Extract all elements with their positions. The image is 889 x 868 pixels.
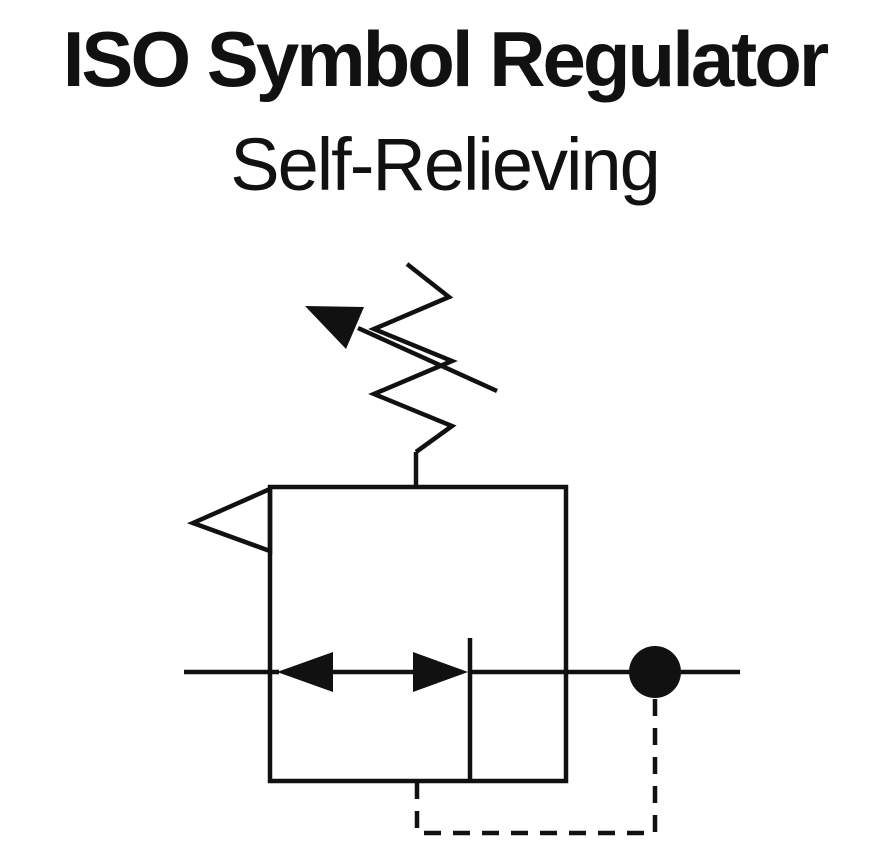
flow-path-arrows-icon: [184, 638, 740, 781]
spring-zigzag: [368, 262, 458, 454]
adjustment-arrowhead-icon: [305, 306, 364, 349]
page-subtitle: Self-Relieving: [230, 123, 661, 206]
pressure-pickup-dot: [629, 646, 681, 698]
page-title: ISO Symbol Regulator: [62, 15, 829, 103]
adjustment-arrow-shaft: [357, 325, 498, 394]
relief-vent-triangle-icon: [186, 485, 273, 555]
adjustable-spring-icon: [305, 262, 498, 487]
regulator-body: [267, 484, 569, 784]
left-arrowhead-icon: [277, 652, 333, 692]
pilot-feedback-dashed-line: [414, 699, 658, 836]
right-arrowhead-icon: [413, 652, 468, 692]
